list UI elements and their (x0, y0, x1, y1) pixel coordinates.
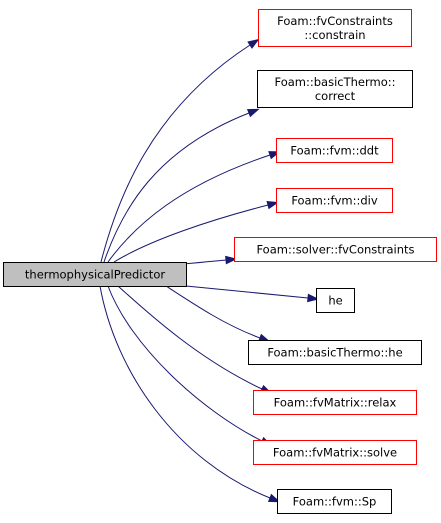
node-label: Foam::basicThermo:: (275, 75, 396, 89)
node-box (316, 288, 355, 313)
node-fvm-div[interactable]: Foam::fvm::div (276, 188, 393, 213)
arrowhead-icon (246, 108, 260, 118)
edge-line (107, 154, 271, 263)
arrowhead-icon (266, 200, 280, 210)
edge-to-basicThermo-he (165, 285, 271, 342)
edge-line (103, 112, 250, 263)
node-label: Foam::fvm::ddt (290, 144, 379, 158)
node-fvm-ddt[interactable]: Foam::fvm::ddt (276, 138, 393, 163)
node-label: correct (315, 89, 356, 103)
node-label: ::constrain (304, 28, 365, 42)
node-fvMatrix-solve[interactable]: Foam::fvMatrix::solve (253, 440, 417, 465)
edge-line (99, 285, 271, 499)
node-label: Foam::solver::fvConstraints (256, 243, 414, 257)
node-box (276, 188, 393, 213)
node-label: Foam::fvm::div (291, 194, 378, 208)
node-label: Foam::fvMatrix::relax (274, 396, 397, 410)
edge-to-fvMatrix-solve (107, 285, 273, 447)
edge-line (107, 285, 263, 442)
node-fvm-Sp[interactable]: Foam::fvm::Sp (277, 489, 392, 514)
arrowhead-icon (307, 293, 320, 303)
node-label: Foam::fvm::Sp (293, 495, 377, 509)
node-fvMatrix-relax[interactable]: Foam::fvMatrix::relax (253, 390, 417, 415)
edge-line (185, 285, 309, 299)
node-box (277, 489, 392, 514)
edge-to-fvMatrix-relax (117, 285, 273, 394)
edge-line (113, 204, 269, 263)
node-fvConstraints-constrain[interactable]: Foam::fvConstraints::constrain (258, 9, 412, 47)
edge-to-fvm-div (113, 200, 280, 263)
node-he[interactable]: he (316, 288, 355, 313)
node-box (253, 390, 417, 415)
node-box (257, 70, 413, 108)
node-label: he (328, 294, 342, 308)
node-box (3, 262, 187, 287)
node-basicThermo-he[interactable]: Foam::basicThermo::he (248, 340, 422, 365)
arrowhead-icon (247, 38, 260, 49)
arrowhead-icon (267, 493, 281, 503)
call-nodes: thermophysicalPredictor Foam::fvConstrain… (3, 9, 437, 514)
node-label: Foam::fvMatrix::solve (273, 446, 397, 460)
node-box (258, 9, 412, 47)
node-label: Foam::basicThermo::he (267, 346, 402, 360)
edge-line (165, 285, 261, 339)
node-box (276, 138, 393, 163)
node-box (253, 440, 417, 465)
edge-to-fvConstraints-constrain (100, 38, 260, 263)
node-solver-fvConstraints[interactable]: Foam::solver::fvConstraints (234, 237, 437, 262)
edge-to-fvm-Sp (99, 285, 281, 503)
edge-line (100, 44, 251, 263)
node-thermophysicalPredictor[interactable]: thermophysicalPredictor (3, 262, 187, 287)
node-box (248, 340, 422, 365)
edge-line (117, 285, 263, 390)
node-label: thermophysicalPredictor (25, 268, 165, 282)
node-label: Foam::fvConstraints (277, 14, 393, 28)
node-basicThermo-correct[interactable]: Foam::basicThermo::correct (257, 70, 413, 108)
node-box (234, 237, 437, 262)
arrowhead-icon (225, 255, 238, 265)
edge-to-basicThermo-correct (103, 108, 260, 263)
edge-to-he (185, 285, 320, 303)
